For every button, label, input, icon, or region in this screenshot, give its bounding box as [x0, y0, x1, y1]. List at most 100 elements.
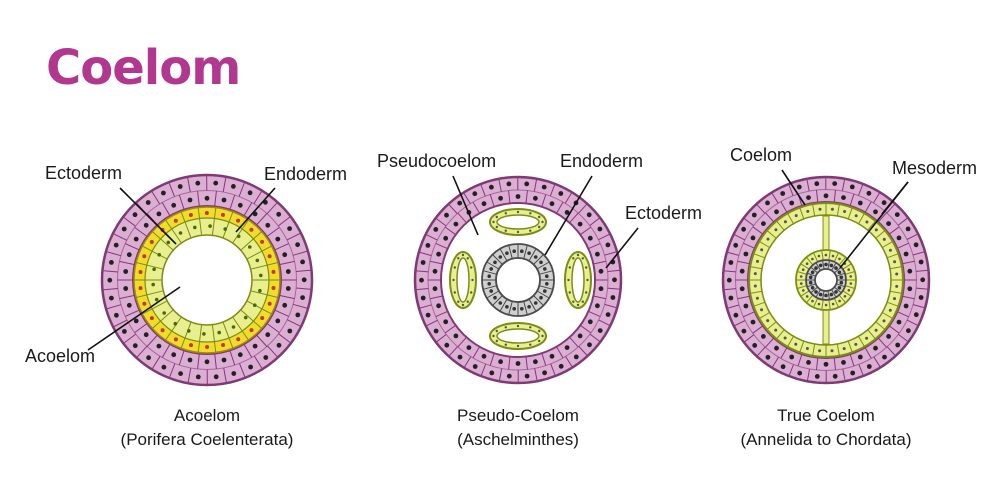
gut-endoderm-nucleus	[489, 267, 494, 271]
endoderm-nucleus	[243, 315, 248, 320]
gut-endoderm-lumen	[814, 268, 838, 292]
gut-endoderm-nucleus	[808, 275, 813, 280]
pseudocoelom-shapes	[413, 175, 639, 385]
ectoderm-nucleus	[156, 211, 162, 217]
ectoderm-nucleus	[285, 286, 291, 291]
ectoderm-nucleus	[433, 227, 439, 232]
mesoderm-pouch-nucleus	[541, 334, 544, 338]
ectoderm-nucleus	[841, 360, 846, 365]
splanchnic-mesoderm-nucleus	[824, 253, 828, 257]
somatic-mesoderm-nucleus	[895, 272, 899, 276]
mesoderm-pouch-nucleus	[568, 266, 571, 269]
ectoderm-nucleus	[905, 226, 911, 232]
ectoderm-nucleus	[913, 312, 919, 318]
somatic-mesoderm-nucleus	[854, 214, 858, 218]
mesoderm-nucleus	[267, 254, 272, 259]
mesoderm-pouch-nucleus	[504, 229, 507, 232]
somatic-mesoderm-nucleus	[854, 342, 858, 346]
ectoderm-nucleus	[906, 328, 911, 334]
mesoderm-pouch-nucleus	[576, 253, 580, 257]
ectoderm-nucleus	[237, 352, 243, 358]
ectoderm-nucleus	[765, 200, 770, 206]
ectoderm-nucleus	[850, 370, 856, 376]
gut-endoderm-nucleus	[839, 275, 844, 280]
endoderm-nucleus	[217, 330, 221, 335]
gut-endoderm-nucleus	[545, 274, 549, 279]
mesoderm-pouch-nucleus	[576, 303, 580, 307]
splanchnic-mesoderm-nucleus	[847, 268, 850, 271]
ectoderm-nucleus	[213, 180, 219, 186]
mesoderm-pouch-nucleus	[538, 339, 541, 343]
leader-ectoderm-1	[119, 187, 177, 245]
ectoderm-nucleus	[866, 190, 872, 196]
somatic-mesoderm-nucleus	[874, 328, 878, 332]
mesoderm-pouch-lumen	[496, 214, 540, 230]
mesoderm-cell-walls	[134, 207, 280, 353]
ectoderm-cell-walls	[735, 189, 917, 371]
label-pseudocoelom: Pseudocoelom	[377, 151, 496, 171]
ectoderm-nucleus	[221, 357, 227, 363]
ectoderm-nucleus	[903, 303, 909, 309]
ectoderm-nucleus	[774, 209, 779, 215]
ectoderm-nucleus	[832, 181, 838, 187]
ectoderm-nucleus	[920, 277, 926, 283]
mesoderm-pouch-nucleus	[572, 257, 575, 260]
mesoderm-nucleus	[267, 301, 272, 306]
somatic-mesoderm-nucleus	[805, 347, 809, 350]
ectoderm-nucleus	[873, 345, 878, 351]
endoderm-nucleus	[208, 224, 212, 228]
ectoderm-nucleus	[177, 184, 183, 189]
gut-endoderm-nucleus	[543, 289, 547, 293]
ectoderm-nucleus	[133, 318, 139, 324]
somatic-mesoderm-nucleus	[760, 248, 764, 252]
ectoderm-nucleus	[741, 328, 747, 334]
ectoderm-cell-walls	[102, 174, 312, 386]
true-coelom-shapes	[721, 169, 931, 385]
mesoderm-pouch-nucleus	[492, 334, 495, 338]
gut-endoderm-nucleus	[493, 260, 497, 265]
somatic-mesoderm-nucleus	[893, 260, 897, 264]
endoderm-nucleus	[157, 253, 161, 257]
ectoderm-nucleus	[789, 354, 795, 360]
mesoderm-pouch-nucleus	[495, 225, 498, 229]
gut-endoderm-nucleus	[814, 266, 818, 270]
splanchnic-mesoderm-nucleus	[811, 299, 814, 303]
gut-endoderm-nucleus	[505, 305, 509, 309]
ectoderm-nucleus	[436, 251, 441, 257]
ectoderm-nucleus	[444, 212, 449, 218]
mesoderm-pouch-nucleus	[529, 326, 532, 329]
label-ectoderm-1: Ectoderm	[45, 163, 122, 183]
mesoderm-nucleus	[138, 286, 143, 291]
ectoderm-nucleus	[432, 268, 438, 274]
gut-cavity	[161, 234, 253, 326]
somatic-mesoderm-nucleus	[766, 237, 770, 241]
mesoderm-nucleus	[249, 227, 254, 232]
ectoderm-nucleus	[524, 373, 530, 379]
ectoderm-nucleus	[457, 200, 463, 206]
ectoderm-nucleus	[558, 191, 564, 196]
ectoderm-nucleus	[774, 345, 779, 351]
splanchnic-mesoderm-nucleus	[838, 299, 841, 303]
endoderm-nucleus	[255, 258, 260, 263]
endoderm-nucleus	[162, 311, 166, 315]
ectoderm-nucleus	[907, 286, 913, 292]
ectoderm-nucleus	[156, 343, 162, 349]
leader-ectoderm-2	[605, 227, 639, 269]
gut-endoderm-nucleus	[533, 301, 538, 305]
ectoderm-nucleus	[780, 364, 786, 370]
ectoderm-nucleus	[896, 235, 902, 241]
somatic-mesoderm-nucleus	[774, 328, 778, 332]
somatic-mesoderm-nucleus	[843, 210, 847, 213]
ectoderm-nucleus	[195, 180, 201, 186]
ectoderm-nucleus	[301, 277, 307, 283]
gut-endoderm-nucleus	[498, 301, 503, 305]
ectoderm-cell-walls	[723, 177, 929, 383]
mesoderm-pouch-nucleus	[538, 329, 541, 333]
leader-endoderm-2	[544, 175, 593, 256]
gut-endoderm-nucleus	[837, 270, 842, 275]
somatic-mesoderm-nucleus	[895, 284, 899, 288]
ectoderm-nucleus	[882, 354, 887, 360]
mesoderm-pouch-nucleus	[495, 329, 498, 333]
splanchnic-mesoderm-nucleus	[831, 254, 835, 258]
ectoderm-nucleus	[797, 370, 803, 376]
